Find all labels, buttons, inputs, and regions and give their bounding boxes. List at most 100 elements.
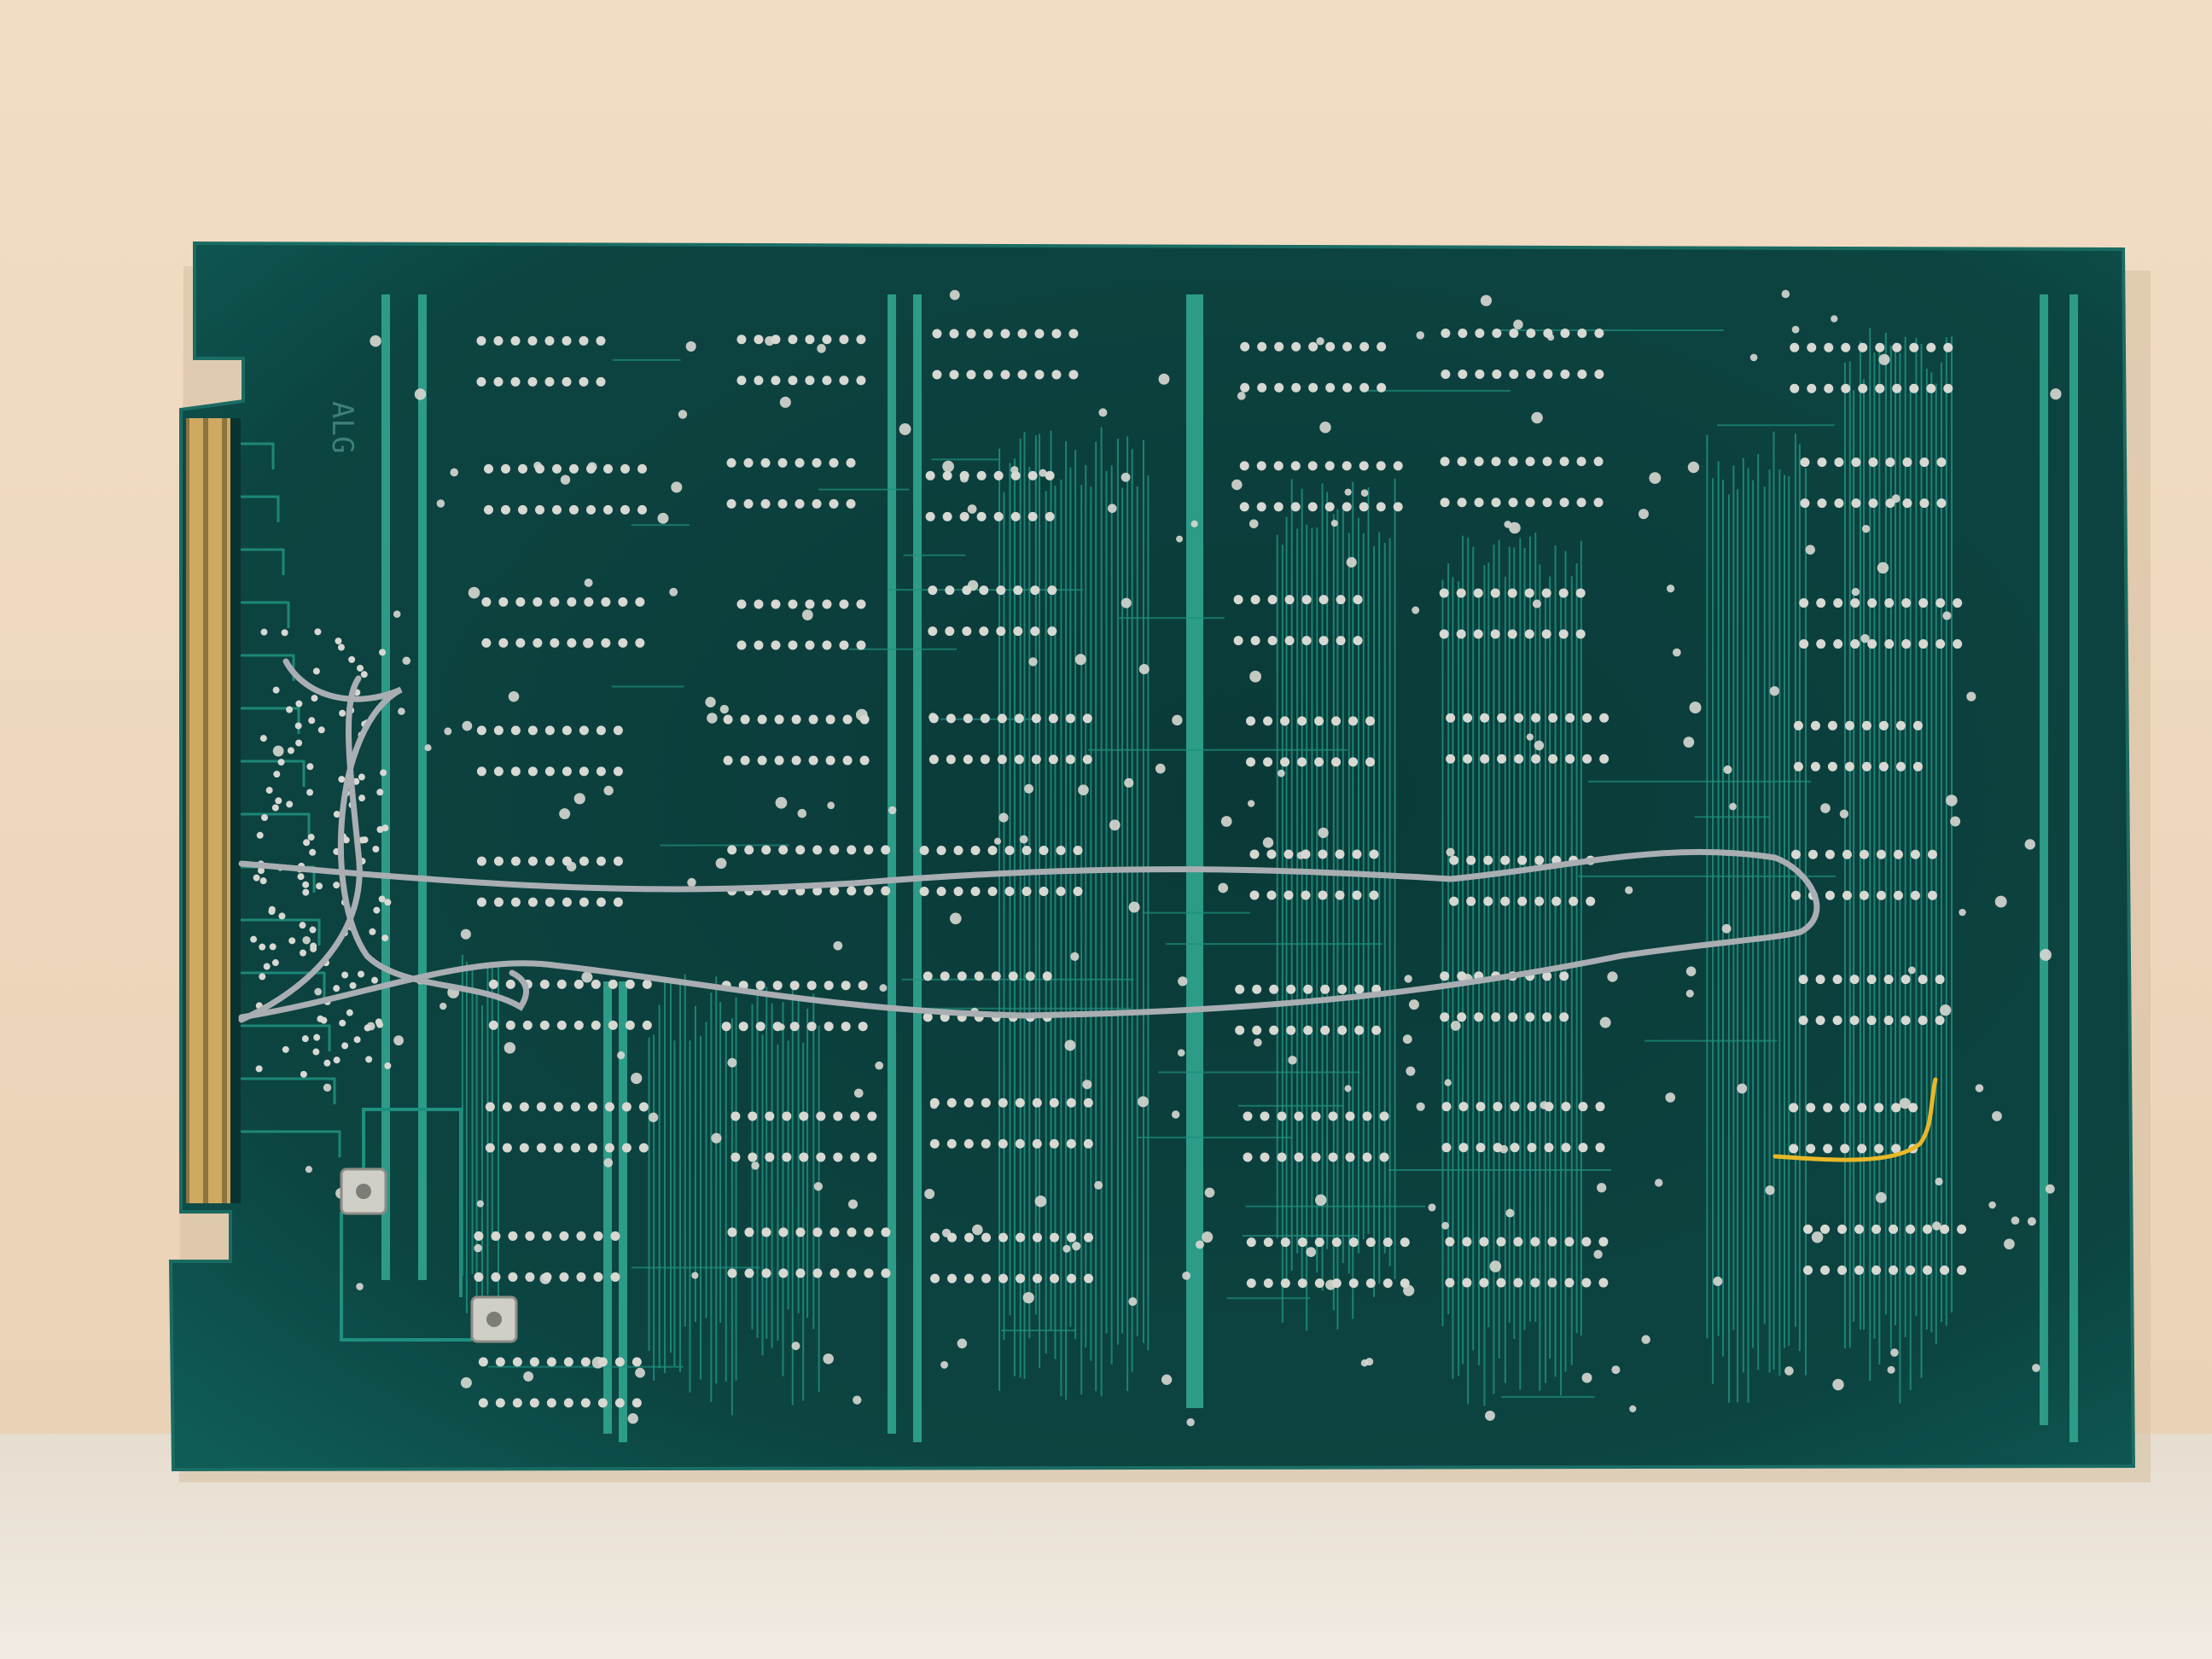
via: [1611, 1365, 1621, 1375]
solder-pad: [991, 971, 1001, 981]
solder-pad: [544, 725, 555, 736]
solder-pad: [1825, 890, 1835, 900]
solder-pad: [760, 498, 771, 509]
solder-pad: [867, 1111, 877, 1121]
via: [1109, 819, 1121, 831]
via: [705, 696, 716, 707]
via: [1344, 488, 1352, 496]
solder-pad: [771, 640, 781, 650]
solder-pad: [529, 1398, 539, 1408]
via: [1891, 494, 1901, 504]
via: [929, 1101, 939, 1109]
via: [259, 973, 266, 981]
solder-pad: [502, 1143, 512, 1153]
solder-pad: [846, 498, 856, 509]
solder-pad: [1565, 754, 1575, 764]
solder-pad: [998, 1138, 1008, 1149]
solder-pad: [1440, 457, 1450, 467]
via: [356, 1283, 364, 1290]
via: [1723, 765, 1732, 774]
solder-pad: [847, 1268, 857, 1278]
via: [320, 1016, 328, 1024]
solder-pad: [808, 714, 818, 725]
solder-pad: [1919, 457, 1930, 468]
solder-pad: [601, 637, 611, 648]
via: [1403, 1284, 1415, 1296]
solder-pad: [788, 599, 798, 609]
solder-pad: [1525, 498, 1535, 508]
solder-pad: [1359, 341, 1370, 352]
solder-pad: [757, 755, 767, 765]
solder-pad: [527, 897, 538, 907]
solder-pad: [1793, 761, 1803, 771]
via: [271, 959, 279, 967]
via: [281, 629, 288, 637]
via: [847, 1199, 859, 1209]
solder-pad: [1325, 382, 1336, 393]
via: [1306, 1247, 1317, 1257]
via: [587, 462, 597, 472]
solder-pad: [1359, 461, 1369, 471]
via: [765, 335, 775, 346]
solder-pad: [1307, 502, 1318, 512]
via: [1769, 686, 1779, 696]
solder-pad: [1331, 1237, 1342, 1248]
solder-pad: [981, 1097, 991, 1108]
via: [1975, 1084, 1984, 1092]
via: [259, 877, 267, 885]
via: [1531, 411, 1543, 424]
solder-pad: [723, 755, 733, 765]
solder-pad: [881, 845, 891, 855]
via: [801, 609, 813, 620]
solder-pad: [1033, 1232, 1043, 1243]
via: [1932, 1221, 1941, 1231]
solder-pad: [1269, 1025, 1279, 1035]
via: [369, 928, 376, 935]
via: [924, 1188, 935, 1199]
solder-pad: [1466, 896, 1476, 906]
via: [261, 814, 269, 822]
solder-pad: [932, 329, 942, 339]
solder-pad: [510, 376, 521, 387]
trace: [241, 1077, 336, 1104]
solder-pad: [498, 597, 509, 607]
solder-pad: [822, 640, 832, 650]
solder-pad: [1441, 369, 1451, 379]
solder-pad: [936, 886, 946, 896]
solder-pad: [856, 599, 866, 609]
solder-pad: [1559, 971, 1569, 981]
solder-pad: [539, 979, 550, 989]
via: [827, 801, 835, 810]
solder-pad: [1068, 329, 1079, 339]
solder-pad: [1901, 639, 1912, 649]
via: [1942, 611, 1952, 620]
solder-pad: [1906, 1224, 1916, 1234]
solder-pad: [593, 1231, 603, 1241]
via: [1344, 1085, 1352, 1092]
via: [307, 834, 315, 841]
solder-pad: [553, 1102, 563, 1112]
solder-pad: [1815, 975, 1825, 985]
via: [1505, 1208, 1515, 1218]
solder-pad: [1534, 896, 1545, 906]
solder-pad: [1049, 1138, 1059, 1149]
solder-pad: [1858, 383, 1868, 393]
via: [1532, 599, 1542, 608]
solder-pad: [584, 597, 594, 607]
solder-pad: [822, 335, 832, 345]
via: [1074, 654, 1086, 666]
solder-pad: [744, 845, 754, 855]
solder-pad: [1871, 1224, 1882, 1234]
solder-pad: [1294, 1111, 1304, 1121]
solder-pad: [1892, 383, 1902, 393]
solder-pad: [1015, 1097, 1025, 1108]
solder-pad: [1789, 1144, 1799, 1154]
via: [2032, 1364, 2040, 1372]
solder-pad: [963, 1138, 974, 1149]
via: [539, 1272, 551, 1284]
via: [1064, 1039, 1076, 1051]
via: [671, 481, 683, 493]
solder-pad: [1935, 1016, 1945, 1026]
via: [1412, 606, 1420, 614]
solder-pad: [1912, 720, 1923, 731]
